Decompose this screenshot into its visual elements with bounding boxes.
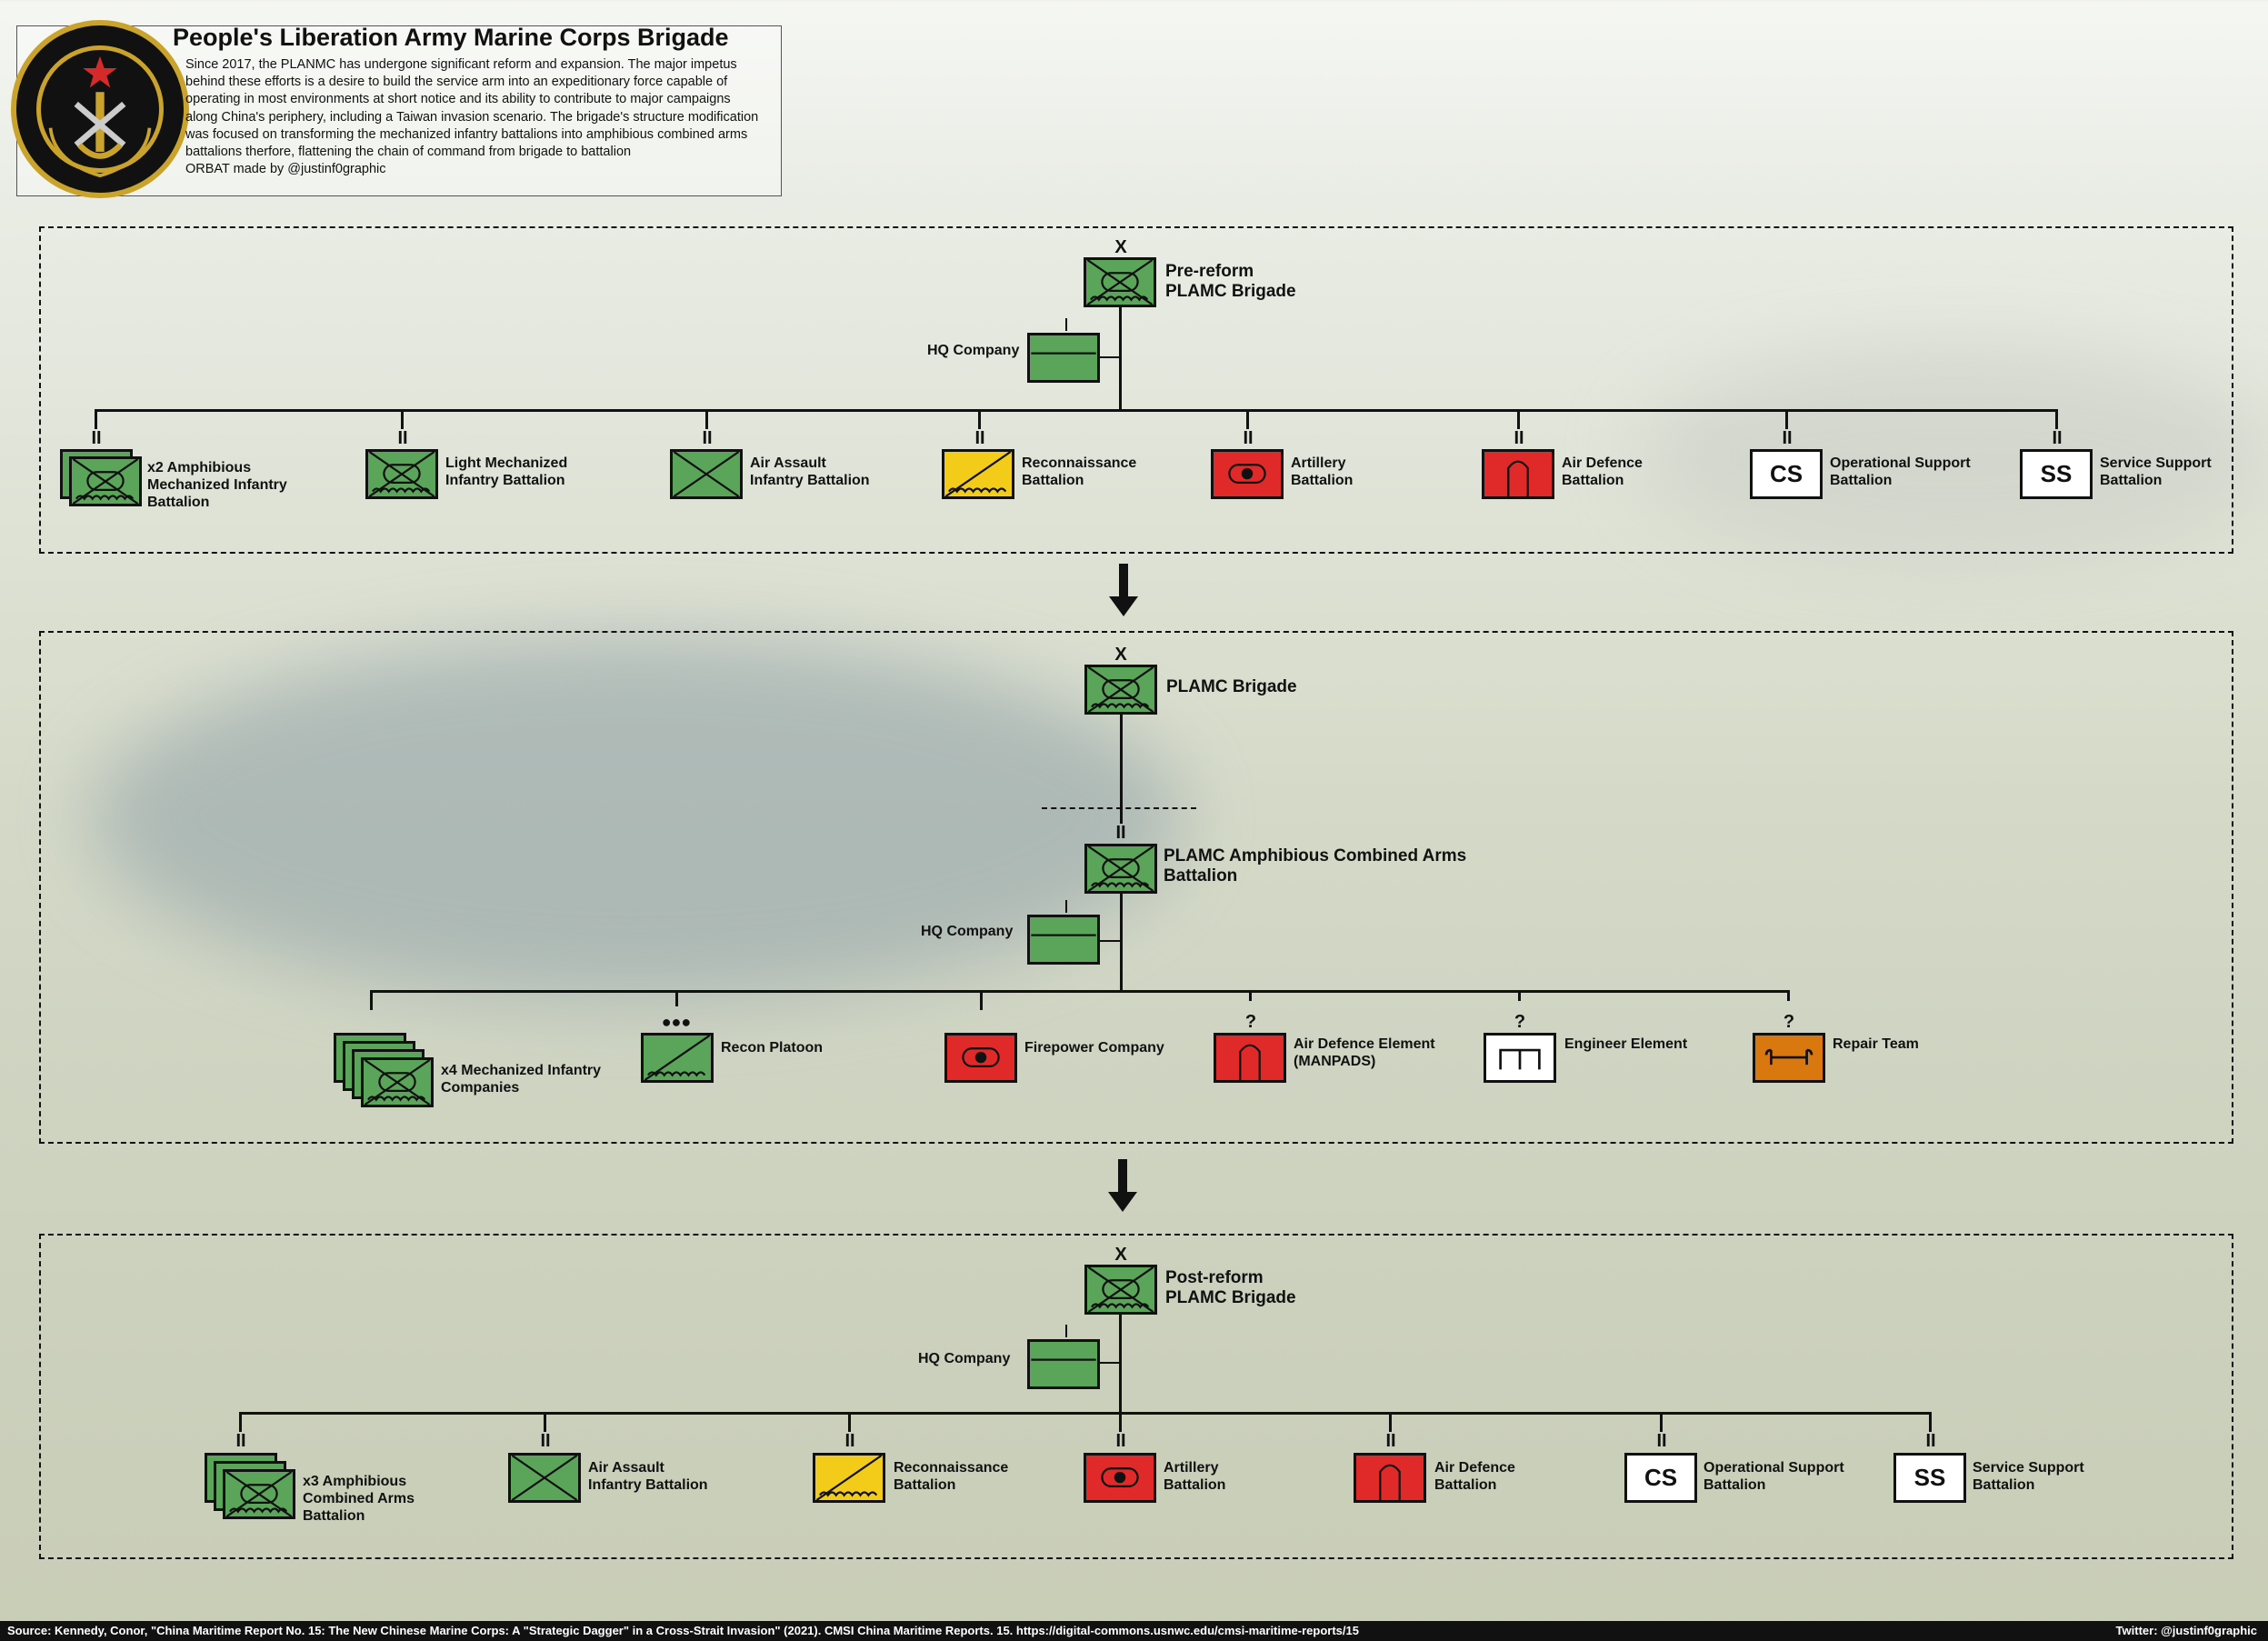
brigade-symbol: [1084, 257, 1156, 307]
reconnaissance-symbol: [942, 449, 1014, 499]
light-mech-infantry-symbol: [365, 449, 438, 499]
repair-team-symbol: [1753, 1033, 1825, 1083]
hq-company-label: HQ Company: [918, 1351, 1011, 1366]
firepower-company-symbol: [944, 1033, 1017, 1083]
unit-label: Recon Platoon: [721, 1040, 824, 1056]
source-citation: Source: Kennedy, Conor, "China Maritime …: [7, 1624, 1359, 1637]
unit-label: Firepower Company: [1024, 1040, 1164, 1056]
down-arrow-icon: [1108, 1159, 1137, 1212]
echelon-brigade: X: [1114, 237, 1127, 257]
mech-infantry-company-symbol: [361, 1057, 434, 1107]
artillery-symbol: [1084, 1453, 1156, 1503]
vehicle-silhouette: [91, 636, 1182, 1000]
brigade-label: PLAMC Brigade: [1166, 677, 1297, 696]
reconnaissance-symbol: [813, 1453, 885, 1503]
brigade-symbol: [1084, 665, 1157, 715]
engineer-element-symbol: [1484, 1033, 1556, 1083]
post-reform-bus: [239, 1412, 1932, 1415]
hq-company-label: HQ Company: [921, 924, 1014, 939]
air-defence-symbol: [1482, 449, 1554, 499]
unit-label: Engineer Element: [1564, 1036, 1688, 1052]
air-assault-infantry-symbol: [670, 449, 743, 499]
recon-platoon-symbol: [641, 1033, 714, 1083]
down-arrow-icon: [1109, 564, 1138, 616]
pre-reform-bus: [95, 409, 2058, 412]
air-assault-infantry-symbol: [508, 1453, 581, 1503]
amphibious-mech-infantry-symbol: [69, 456, 142, 506]
twitter-handle: Twitter: @justinf0graphic: [2115, 1624, 2257, 1637]
connector: [1119, 307, 1122, 409]
brigade-symbol: [1084, 1265, 1157, 1315]
air-defence-element-symbol: [1214, 1033, 1286, 1083]
hq-company-symbol: [1027, 915, 1100, 965]
amphibious-combined-arms-symbol: [223, 1469, 295, 1519]
planmc-emblem-icon: [11, 20, 189, 198]
battalion-bus: [370, 990, 1788, 993]
post-reform-section: [39, 1234, 2233, 1559]
pre-reform-section: [39, 226, 2233, 554]
footer-bar: Source: Kennedy, Conor, "China Maritime …: [0, 1621, 2268, 1641]
hq-company-symbol: [1027, 333, 1100, 383]
artillery-symbol: [1211, 449, 1284, 499]
operational-support-symbol: CS: [1624, 1453, 1697, 1503]
unit-label: Air Defence Element(MANPADS): [1294, 1036, 1435, 1069]
unit-label: Repair Team: [1833, 1036, 1919, 1052]
smoke-haze: [1636, 345, 2268, 564]
page-title: People's Liberation Army Marine Corps Br…: [173, 24, 729, 51]
header-description: Since 2017, the PLANMC has undergone sig…: [185, 57, 759, 177]
platoon-echelon: ●●●: [661, 1013, 692, 1031]
removed-echelon-line: [1042, 807, 1196, 809]
operational-support-symbol: CS: [1750, 449, 1823, 499]
battalion-structure-section: [39, 631, 2233, 1144]
air-defence-symbol: [1354, 1453, 1426, 1503]
hq-company-symbol: [1027, 1339, 1100, 1389]
service-support-symbol: SS: [2020, 449, 2093, 499]
service-support-symbol: SS: [1893, 1453, 1966, 1503]
hq-company-label: HQ Company: [927, 343, 1020, 358]
combined-arms-battalion-symbol: [1084, 844, 1157, 894]
